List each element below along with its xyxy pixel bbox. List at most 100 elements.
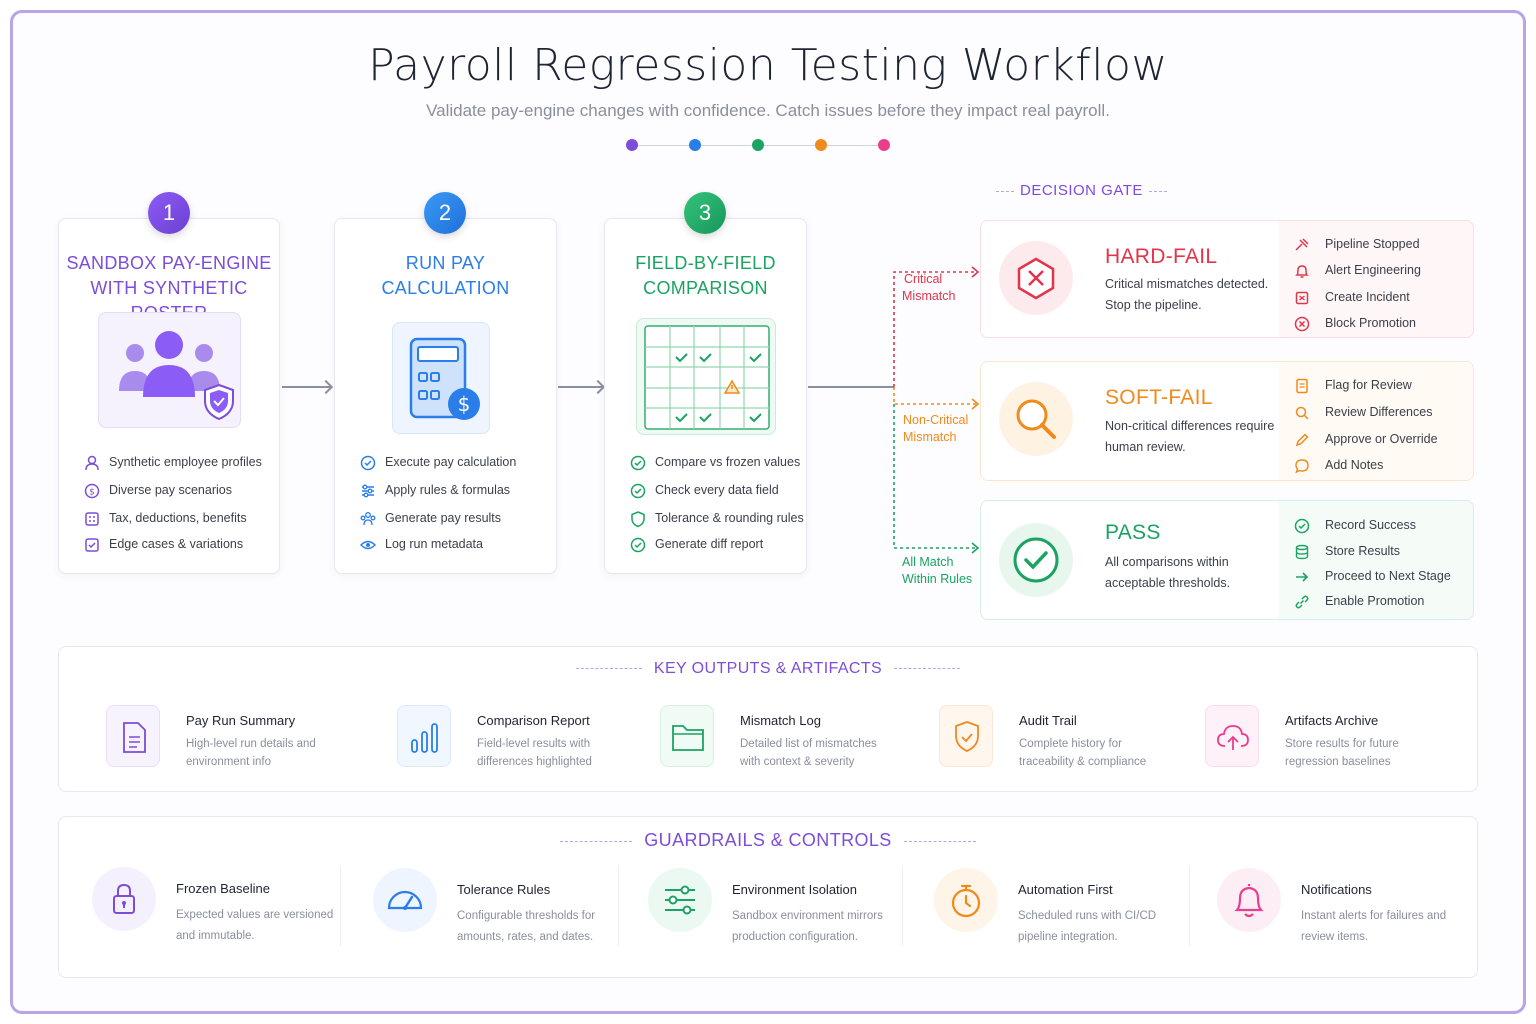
chat-icon	[1293, 457, 1311, 475]
calculator-dollar-icon: $	[392, 322, 490, 434]
decision-gate-label: DECISION GATE	[996, 182, 1167, 199]
step-1-title-line1: SANDBOX PAY-ENGINE	[66, 253, 272, 273]
check-circle-icon	[359, 454, 377, 472]
pass-action: Record Success	[1293, 516, 1416, 534]
page-title: Payroll Regression Testing Workflow	[368, 40, 1168, 91]
step-1-feature: Edge cases & variations	[83, 535, 243, 553]
step-3-feature: Generate diff report	[629, 535, 763, 553]
step-2-feature: Apply rules & formulas	[359, 481, 510, 499]
dollar-circle-icon: $	[83, 482, 101, 500]
lock-icon	[92, 867, 156, 931]
users-shield-icon	[98, 312, 241, 428]
soft-fail-action: Flag for Review	[1293, 376, 1412, 394]
branch-label-allmatch: All Match Within Rules	[902, 555, 973, 586]
hard-fail-desc: Critical mismatches detected. Stop the p…	[1105, 277, 1269, 312]
step-3-title-line1: FIELD-BY-FIELD	[635, 253, 776, 273]
soft-fail-action: Approve or Override	[1293, 430, 1438, 448]
x-circle-icon	[1293, 315, 1311, 333]
pass-desc: All comparisons within acceptable thresh…	[1105, 555, 1231, 590]
step-1-feature: Synthetic employee profiles	[83, 453, 262, 471]
progress-dots	[626, 138, 896, 152]
step-1-feature: Tax, deductions, benefits	[83, 509, 247, 527]
svg-text:$: $	[89, 487, 95, 497]
bell-icon	[1293, 262, 1311, 280]
magnifier-icon	[999, 382, 1073, 456]
step-2-feature: Generate pay results	[359, 509, 501, 527]
step-1-feature: $Diverse pay scenarios	[83, 481, 232, 499]
pass-action: Store Results	[1293, 542, 1400, 560]
key-outputs-title: KEY OUTPUTS & ARTIFACTS	[59, 660, 1477, 678]
pass-title: PASS	[1105, 521, 1161, 544]
decision-connectors	[808, 266, 980, 554]
soft-fail-desc: Non-critical differences require human r…	[1105, 419, 1275, 454]
soft-fail-card: SOFT-FAIL Non-critical differences requi…	[980, 361, 1474, 481]
document-icon	[106, 705, 160, 767]
branch-label-critical: Critical Mismatch	[902, 272, 956, 303]
cloud-upload-icon	[1205, 705, 1259, 767]
sliders-icon	[648, 868, 712, 932]
folder-icon	[660, 705, 714, 767]
comparison-grid-icon	[636, 318, 776, 435]
step-3-card: FIELD-BY-FIELD COMPARISON Compare vs fro…	[604, 218, 807, 574]
soft-fail-title: SOFT-FAIL	[1105, 386, 1213, 409]
people-icon	[359, 510, 377, 528]
document-icon	[1293, 377, 1311, 395]
key-outputs-section: KEY OUTPUTS & ARTIFACTS Pay Run Summary …	[58, 646, 1478, 792]
hard-fail-action: Create Incident	[1293, 288, 1410, 306]
search-icon	[1293, 404, 1311, 422]
arrow-step2-step3	[558, 386, 602, 388]
soft-fail-action: Review Differences	[1293, 403, 1432, 421]
shield-check-icon	[939, 705, 993, 767]
arrow-right-icon	[1293, 568, 1311, 586]
step-3-title-line2: COMPARISON	[643, 278, 768, 298]
pass-action: Enable Promotion	[1293, 592, 1424, 610]
hard-fail-title: HARD-FAIL	[1105, 245, 1218, 268]
soft-fail-action: Add Notes	[1293, 456, 1383, 474]
step-2-feature: Execute pay calculation	[359, 453, 516, 471]
green-dot	[752, 139, 764, 151]
step-2-feature: Log run metadata	[359, 535, 483, 553]
sliders-icon	[359, 482, 377, 500]
eye-icon	[359, 536, 377, 554]
bar-chart-icon	[397, 705, 451, 767]
check-circle-icon	[629, 536, 647, 554]
link-icon	[1293, 593, 1311, 611]
incident-icon	[1293, 289, 1311, 307]
stopwatch-icon	[934, 868, 998, 932]
svg-text:$: $	[458, 392, 471, 416]
check-circle-icon	[1293, 517, 1311, 535]
pink-dot	[878, 139, 890, 151]
step-1-card: SANDBOX PAY-ENGINE WITH SYNTHETIC ROSTER…	[58, 218, 280, 574]
check-circle-large-icon	[999, 523, 1073, 597]
check-circle-icon	[629, 482, 647, 500]
divider	[1189, 866, 1190, 946]
step-3-feature: Tolerance & rounding rules	[629, 509, 804, 528]
pen-icon	[1293, 431, 1311, 449]
divider	[618, 866, 619, 946]
stop-hand-icon	[1293, 236, 1311, 254]
step-2-badge: 2	[424, 192, 466, 234]
pass-action: Proceed to Next Stage	[1293, 567, 1451, 585]
check-circle-icon	[629, 454, 647, 472]
guardrails-title: GUARDRAILS & CONTROLS	[59, 830, 1477, 851]
orange-dot	[815, 139, 827, 151]
hexagon-x-icon	[999, 241, 1073, 315]
step-3-feature: Compare vs frozen values	[629, 453, 800, 471]
step-2-title-line2: CALCULATION	[381, 278, 510, 298]
step-3-badge: 3	[684, 192, 726, 234]
hard-fail-card: HARD-FAIL Critical mismatches detected. …	[980, 220, 1474, 338]
step-3-feature: Check every data field	[629, 481, 779, 499]
arrow-step1-step2	[282, 386, 330, 388]
hard-fail-action: Alert Engineering	[1293, 261, 1421, 279]
step-2-card: RUN PAY CALCULATION $ Execute pay calcul…	[334, 218, 557, 574]
branch-label-noncritical: Non-Critical Mismatch	[903, 413, 969, 444]
gauge-icon	[373, 868, 437, 932]
page-subtitle: Validate pay-engine changes with confide…	[426, 101, 1110, 120]
calculator-small-icon	[83, 510, 101, 528]
user-icon	[83, 454, 101, 472]
pass-card: PASS All comparisons within acceptable t…	[980, 500, 1474, 620]
step-2-title-line1: RUN PAY	[405, 253, 486, 273]
hard-fail-action: Pipeline Stopped	[1293, 235, 1420, 253]
divider	[902, 866, 903, 946]
checkbox-icon	[83, 536, 101, 554]
